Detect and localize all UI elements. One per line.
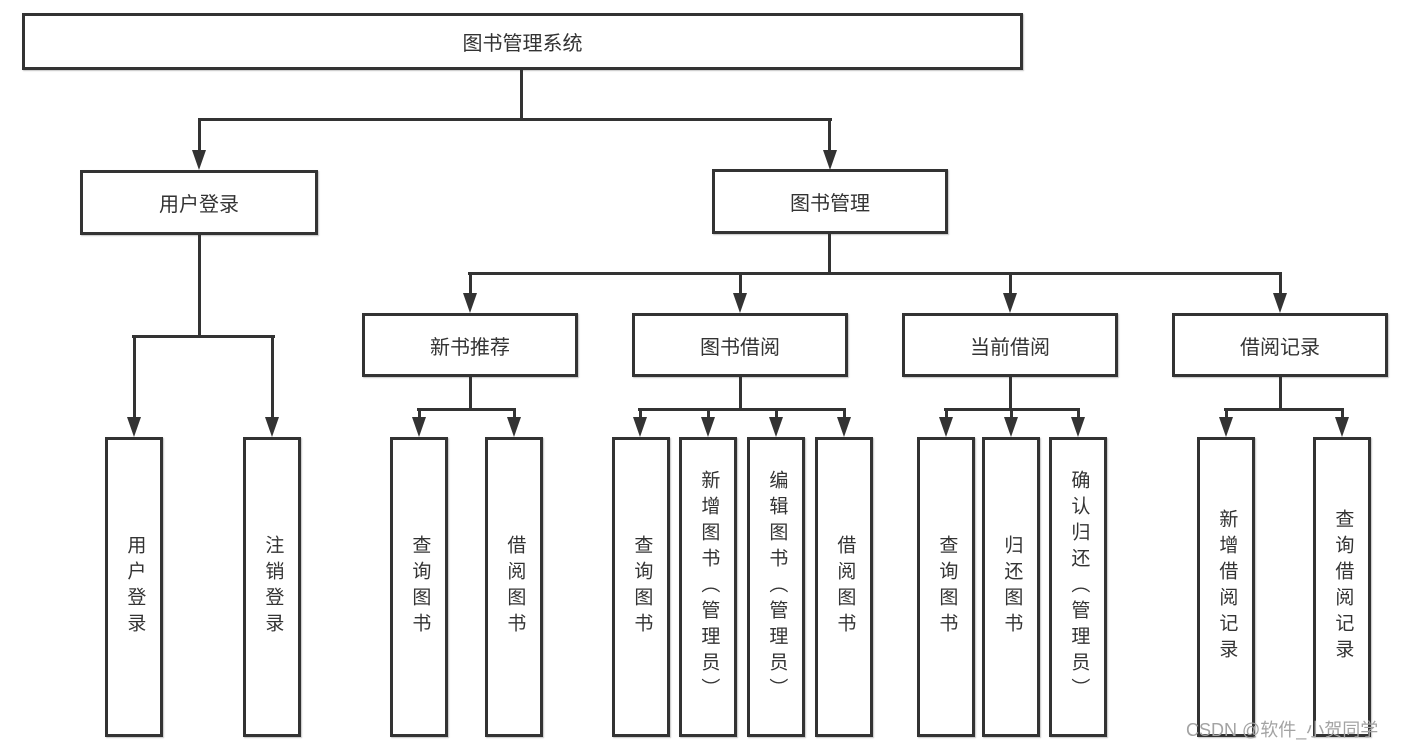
- node-borrow-books-recommend: 借阅图书: [485, 437, 543, 737]
- connector-root-stem: [520, 68, 523, 120]
- arrowhead-bookmgmt: [823, 150, 837, 170]
- node-query-books-current: 查询图书: [917, 437, 975, 737]
- connector-to-currentborrow: [1009, 272, 1012, 295]
- connector-records-child1: [1225, 408, 1228, 420]
- connector-root-to-userlogin: [198, 118, 201, 152]
- arrowhead-query-books-current: [939, 417, 953, 437]
- node-label: 新增图书（管理员）: [698, 470, 720, 704]
- connector-bookmgmt-branch: [468, 272, 1282, 275]
- node-label: 借阅图书: [504, 535, 526, 639]
- csdn-watermark: CSDN @软件_小贺同学: [1186, 720, 1379, 740]
- node-label: 用户登录: [159, 194, 239, 216]
- connector-root-to-bookmgmt: [828, 118, 831, 152]
- node-label: 新增借阅记录: [1216, 509, 1238, 665]
- node-confirm-return-admin: 确认归还（管理员）: [1049, 437, 1107, 737]
- connector-bookborrow-child1: [639, 408, 642, 420]
- connector-records-stem: [1279, 375, 1282, 411]
- node-user-login-branch: 用户登录: [80, 170, 318, 235]
- connector-newbooks-branch: [417, 408, 516, 411]
- connector-bookborrow-stem: [739, 375, 742, 411]
- node-add-borrow-record: 新增借阅记录: [1197, 437, 1255, 737]
- connector-to-bookborrow: [739, 272, 742, 295]
- arrowhead-add-book-admin: [701, 417, 715, 437]
- arrowhead-logout-leaf: [265, 417, 279, 437]
- node-add-book-admin: 新增图书（管理员）: [679, 437, 737, 737]
- connector-newbooks-stem: [469, 375, 472, 411]
- node-label: 用户登录: [124, 535, 146, 639]
- connector-to-newbooks: [469, 272, 472, 295]
- arrowhead-borrow-books-recommend: [507, 417, 521, 437]
- node-label: 当前借阅: [970, 336, 1050, 359]
- arrowhead-userlogin: [192, 150, 206, 170]
- arrowhead-query-books-recommend: [412, 417, 426, 437]
- node-label: 注销登录: [262, 535, 284, 639]
- arrowhead-confirm-return-admin: [1071, 417, 1085, 437]
- node-query-books-borrowing: 查询图书: [612, 437, 670, 737]
- connector-userlogin-child2: [271, 335, 274, 419]
- connector-userlogin-stem: [198, 233, 201, 337]
- connector-currentborrow-child3: [1077, 408, 1080, 420]
- node-label: 新书推荐: [430, 336, 510, 359]
- node-label: 图书管理: [790, 193, 870, 215]
- node-book-borrowing: 图书借阅: [632, 313, 848, 377]
- connector-newbooks-child1: [418, 408, 421, 420]
- connector-records-child2: [1341, 408, 1344, 420]
- node-label: 编辑图书（管理员）: [766, 470, 788, 704]
- node-edit-book-admin: 编辑图书（管理员）: [747, 437, 805, 737]
- connector-root-branch: [198, 118, 832, 121]
- node-book-mgmt-system: 图书管理系统: [22, 13, 1023, 70]
- node-query-books-recommend: 查询图书: [390, 437, 448, 737]
- node-borrowing-records: 借阅记录: [1172, 313, 1388, 377]
- node-label: 图书管理系统: [462, 33, 583, 55]
- node-user-login: 用户登录: [105, 437, 163, 737]
- connector-userlogin-branch: [132, 335, 275, 338]
- node-book-management: 图书管理: [712, 169, 948, 234]
- node-borrow-books-borrowing: 借阅图书: [815, 437, 873, 737]
- connector-currentborrow-child2: [1010, 408, 1013, 420]
- node-label: 借阅图书: [834, 535, 856, 639]
- connector-bookborrow-child3: [775, 408, 778, 420]
- node-label: 查询图书: [631, 535, 653, 639]
- node-label: 查询图书: [409, 535, 431, 639]
- connector-records-branch: [1224, 408, 1344, 411]
- arrowhead-edit-book-admin: [769, 417, 783, 437]
- node-label: 借阅记录: [1240, 336, 1320, 359]
- node-new-book-recommend: 新书推荐: [362, 313, 578, 377]
- connector-to-records: [1279, 272, 1282, 295]
- node-label: 确认归还（管理员）: [1068, 470, 1090, 704]
- node-label: 归还图书: [1001, 535, 1023, 639]
- connector-newbooks-child2: [513, 408, 516, 420]
- arrowhead-currentborrow: [1003, 293, 1017, 313]
- arrowhead-borrow-books-borrowing: [837, 417, 851, 437]
- arrowhead-records: [1273, 293, 1287, 313]
- arrowhead-user-login-leaf: [127, 417, 141, 437]
- node-label: 查询图书: [936, 535, 958, 639]
- node-logout: 注销登录: [243, 437, 301, 737]
- arrowhead-query-borrow-record: [1335, 417, 1349, 437]
- connector-bookborrow-branch: [638, 408, 846, 411]
- connector-bookborrow-child4: [843, 408, 846, 420]
- connector-bookmgmt-stem: [828, 232, 831, 274]
- connector-currentborrow-child1: [945, 408, 948, 420]
- node-current-borrowing: 当前借阅: [902, 313, 1118, 377]
- arrowhead-return-books: [1004, 417, 1018, 437]
- connector-currentborrow-stem: [1009, 375, 1012, 411]
- connector-bookborrow-child2: [707, 408, 710, 420]
- node-query-borrow-record: 查询借阅记录: [1313, 437, 1371, 737]
- arrowhead-query-books-borrowing: [633, 417, 647, 437]
- arrowhead-newbooks: [463, 293, 477, 313]
- arrowhead-add-borrow-record: [1219, 417, 1233, 437]
- connector-userlogin-child1: [133, 335, 136, 419]
- node-label: 图书借阅: [700, 336, 780, 359]
- node-label: 查询借阅记录: [1332, 509, 1354, 665]
- node-return-books: 归还图书: [982, 437, 1040, 737]
- arrowhead-bookborrow: [733, 293, 747, 313]
